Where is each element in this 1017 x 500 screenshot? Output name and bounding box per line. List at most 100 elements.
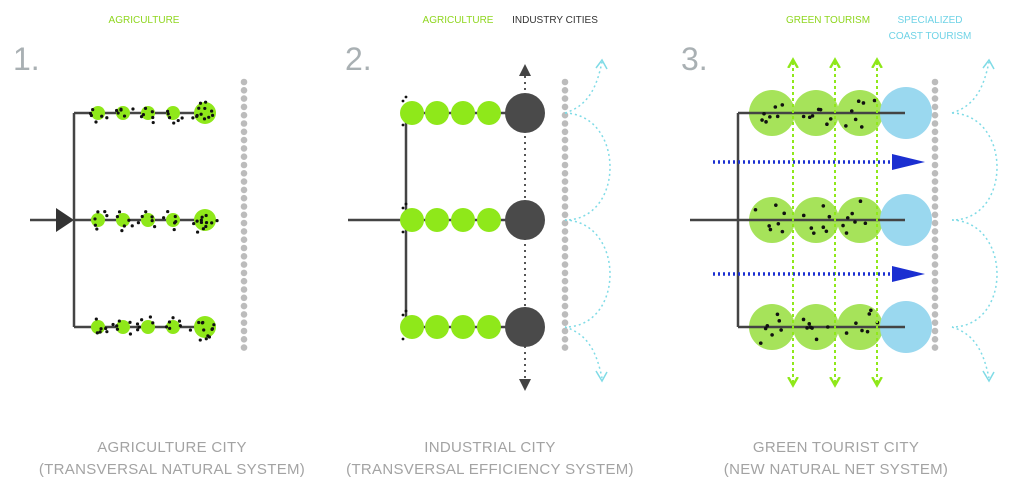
population-dot <box>816 107 821 112</box>
population-dot <box>801 114 806 119</box>
population-dot <box>150 215 154 219</box>
population-dot <box>95 331 99 335</box>
coast-dot <box>240 228 248 235</box>
coast-dot <box>561 178 569 185</box>
agriculture-node <box>451 315 475 339</box>
population-dot <box>204 224 208 229</box>
coast-dot <box>240 120 248 127</box>
agriculture-node <box>451 208 475 232</box>
panel-number: 3. <box>681 41 708 77</box>
population-dot <box>828 117 833 121</box>
population-dot <box>770 333 774 337</box>
population-dot <box>200 215 204 219</box>
population-dot <box>172 227 176 232</box>
population-dot <box>198 101 203 105</box>
coast-flow-arc <box>564 219 611 328</box>
population-dot <box>144 210 148 214</box>
coast-tourism-node <box>880 87 932 139</box>
population-dot <box>758 341 763 345</box>
coast-dot <box>561 128 569 136</box>
population-dot <box>780 103 785 107</box>
coast-dot <box>240 311 248 318</box>
population-dot <box>166 109 170 113</box>
population-dot <box>824 229 829 234</box>
population-dot <box>173 214 177 219</box>
population-dot <box>117 319 121 323</box>
population-dot <box>805 326 809 330</box>
population-dot <box>401 206 405 210</box>
agriculture-node <box>451 101 475 125</box>
coast-flow-arrowhead <box>982 58 995 70</box>
industry-city-nodes <box>505 93 545 347</box>
coast-dot <box>240 219 248 227</box>
population-dot <box>199 112 203 116</box>
population-dot <box>153 225 157 229</box>
population-dot <box>773 105 778 109</box>
population-dot <box>215 219 219 223</box>
coast-dot <box>561 95 569 102</box>
coast-dot <box>240 244 248 252</box>
agriculture-node <box>425 208 449 232</box>
coast-dot <box>561 120 569 127</box>
label-specialized: SPECIALIZED <box>897 15 962 26</box>
coast-dot <box>561 161 569 169</box>
population-dot <box>120 228 124 233</box>
population-dot <box>122 224 126 228</box>
population-dot <box>844 231 849 235</box>
label-agriculture: AGRICULTURE <box>423 15 494 26</box>
coast-dot <box>240 161 248 169</box>
agriculture-node <box>425 315 449 339</box>
population-dot <box>115 215 119 219</box>
population-dot <box>128 320 132 324</box>
population-dot <box>131 107 135 111</box>
coast-dot <box>931 244 939 252</box>
population-dot <box>188 328 193 332</box>
population-dot <box>199 218 203 222</box>
blue-flow-arrows <box>713 154 925 282</box>
population-dot <box>777 319 782 323</box>
population-dot <box>850 211 854 216</box>
coast-dot <box>931 277 939 285</box>
panel-1-agriculture-city: 1. AGRICULTURE <box>13 15 248 351</box>
coast-dot <box>561 228 569 235</box>
population-dot <box>167 320 172 324</box>
caption-panel-3: GREEN TOURIST CITY (NEW NATURAL NET SYST… <box>686 437 986 481</box>
population-dot <box>762 111 766 116</box>
agriculture-node <box>477 101 501 125</box>
population-dot <box>779 328 783 332</box>
population-dot <box>150 219 154 223</box>
coast-dot <box>931 211 939 219</box>
population-dot <box>856 99 861 103</box>
population-dot <box>849 109 854 113</box>
population-dot <box>401 99 405 103</box>
population-dot <box>811 231 816 235</box>
population-dot <box>825 122 829 127</box>
population-dot <box>122 114 127 118</box>
coast-dot <box>240 153 248 160</box>
blue-flow-arrowhead <box>892 154 925 170</box>
population-dot <box>863 221 868 226</box>
population-dot <box>801 317 806 322</box>
coast-dot <box>240 78 248 86</box>
coast-dot <box>240 344 248 351</box>
population-dot <box>150 110 154 114</box>
coast-dot <box>931 203 939 210</box>
coast-flow-arc <box>951 326 990 379</box>
population-dot <box>872 98 877 103</box>
population-dot <box>198 338 202 342</box>
population-dot <box>195 113 199 118</box>
population-dot <box>96 210 100 214</box>
population-dot <box>809 226 814 230</box>
population-dot <box>869 308 873 313</box>
population-dot <box>162 216 166 220</box>
population-dot <box>151 115 155 120</box>
population-dot <box>401 123 405 127</box>
population-dot <box>114 108 119 113</box>
coast-dot <box>931 194 939 202</box>
coast-dot <box>931 294 939 302</box>
population-dot <box>204 337 208 341</box>
coast-dot <box>561 219 569 227</box>
population-dot <box>845 216 850 220</box>
population-dot <box>776 221 781 226</box>
population-dots <box>753 98 880 345</box>
